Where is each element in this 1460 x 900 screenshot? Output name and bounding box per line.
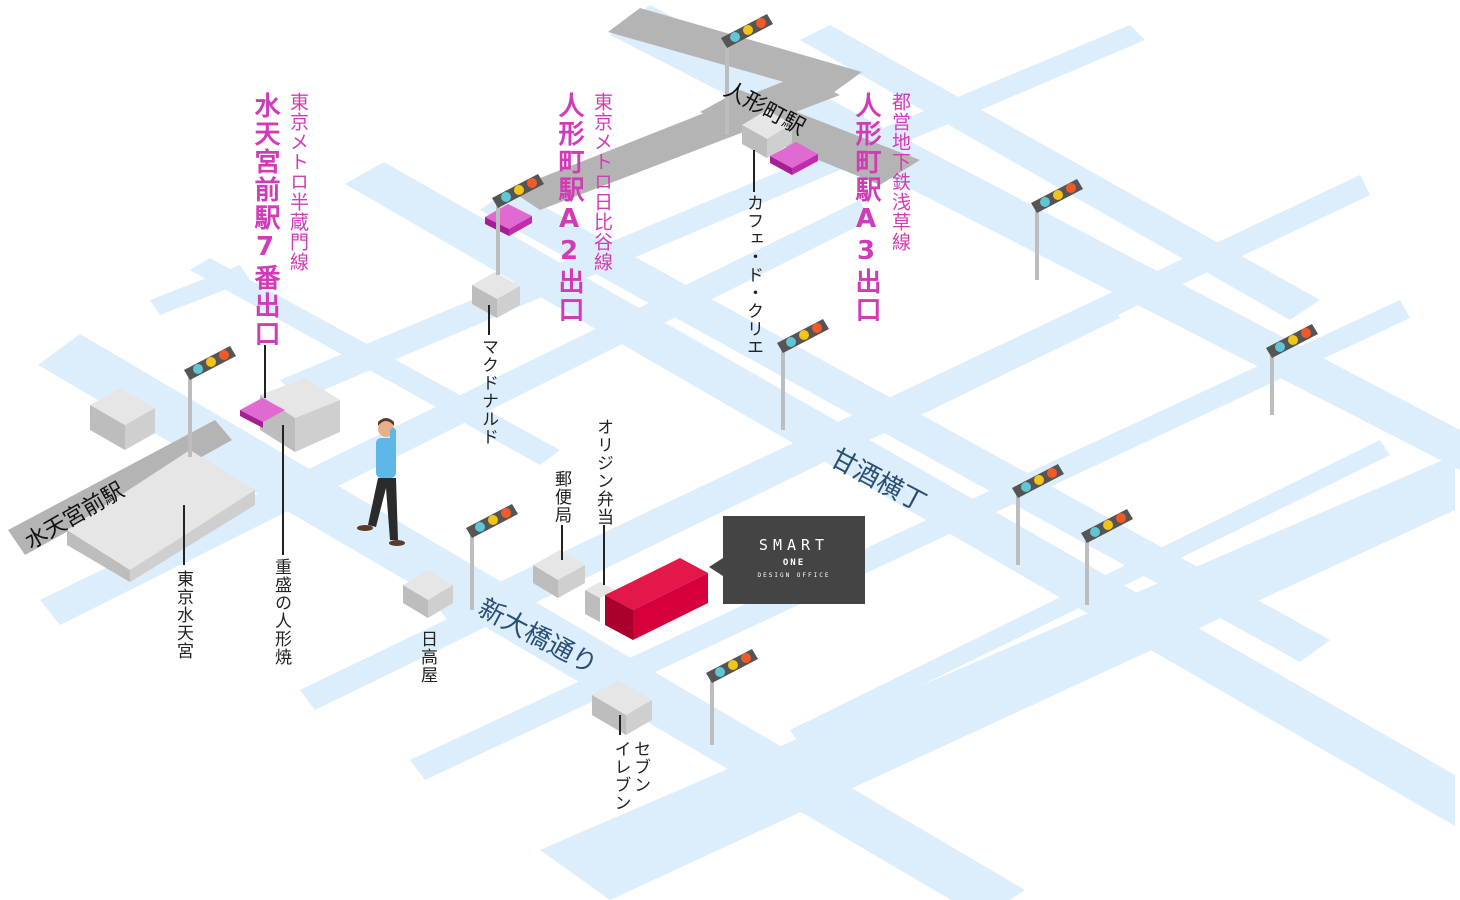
- exit-marker-7: [240, 398, 285, 428]
- exit-7-label: 水天宮前駅7番出口: [250, 92, 280, 348]
- landmark-shigemori: 重盛の人形焼: [271, 558, 291, 666]
- building-post: [533, 550, 585, 598]
- traffic-signal-icon: [777, 319, 829, 430]
- office-name-line3: DESIGN OFFICE: [757, 572, 831, 579]
- traffic-signal-icon: [706, 649, 758, 745]
- traffic-signal-icon: [1031, 179, 1083, 280]
- exit-marker-a3: [770, 142, 818, 175]
- exit-a3-label: 人形町駅A3出口: [851, 92, 881, 324]
- building-small-1: [90, 388, 155, 450]
- traffic-signals: [184, 14, 1318, 745]
- office-name-line1: SMART: [758, 536, 830, 554]
- exit-a2-line: 東京メトロ日比谷線: [591, 92, 613, 272]
- station-roads: [8, 8, 920, 555]
- landmark-mcdonalds: マクドナルド: [478, 338, 498, 446]
- building-seven-eleven: [592, 680, 652, 735]
- traffic-signal-icon: [184, 346, 236, 457]
- traffic-signal-icon: [492, 174, 544, 275]
- traffic-signal-icon: [1081, 509, 1133, 605]
- traffic-signal-icon: [1266, 324, 1318, 415]
- office-badge[interactable]: SMART ONE DESIGN OFFICE: [709, 516, 865, 604]
- traffic-signal-icon: [721, 14, 773, 135]
- landmark-cafe: カフェ・ド・クリエ: [743, 194, 763, 356]
- building-mcdonalds: [472, 272, 520, 318]
- walking-person-icon: [357, 418, 405, 546]
- leader-lines: [183, 150, 755, 735]
- landmark-seven-eleven: セブン イレブン: [610, 740, 651, 812]
- roads: [38, 5, 1460, 900]
- building-suitengu: [67, 450, 255, 582]
- landmark-post-office: 郵便局: [551, 470, 571, 524]
- traffic-signal-icon: [466, 504, 518, 610]
- building-cafe: [742, 110, 792, 158]
- landmark-suitengu: 東京水天宮: [173, 570, 193, 660]
- office-building: [605, 558, 708, 640]
- exit-7-line: 東京メトロ半蔵門線: [287, 92, 309, 272]
- buildings: [67, 110, 792, 735]
- exit-a3-line: 都営地下鉄浅草線: [889, 92, 911, 252]
- exit-a2-label: 人形町駅A2出口: [554, 92, 584, 324]
- exit-markers: [240, 142, 818, 428]
- building-hidakaya: [403, 570, 453, 618]
- office-name-line2: ONE: [782, 558, 806, 568]
- landmark-hidakaya: 日高屋: [417, 630, 437, 684]
- landmark-origin: オリジン弁当: [593, 418, 613, 526]
- traffic-signal-icon: [1012, 464, 1064, 565]
